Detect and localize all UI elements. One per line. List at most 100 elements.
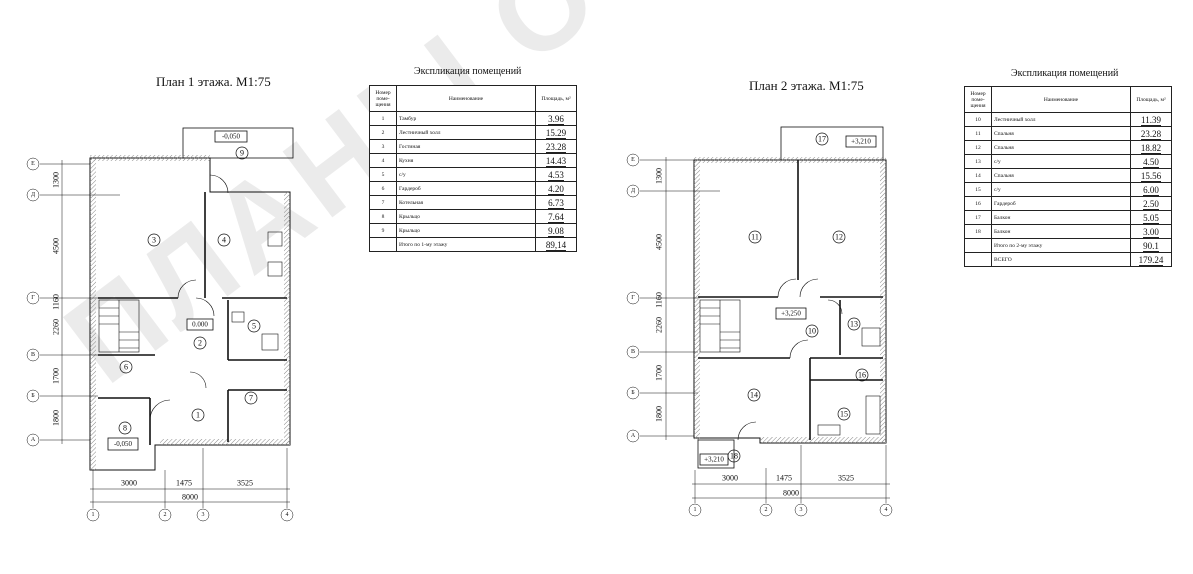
cell-area: 89,14 [535,237,577,252]
door-swings-1 [149,174,229,421]
header-area: Площадь, м² [1130,86,1172,113]
axis-bubble-label: А [31,437,36,443]
room-number: 9 [240,149,244,158]
explication-table-2: Номер поме-щения Наименование Площадь, м… [964,86,1172,267]
header-number: Номер поме-щения [369,85,397,112]
axis-bubble-label: 2 [164,512,167,518]
axis-bubble-label: Б [31,393,35,399]
level-mark: +3,210 [704,456,724,464]
axes-2 [626,153,893,517]
dimension-label: 4500 [655,234,664,250]
axis-bubble-label: 3 [202,512,205,518]
stairs-2 [699,299,741,353]
dimension-label: 1300 [655,168,664,184]
axis-bubble-label: Б [631,390,635,396]
room-number: 3 [152,236,156,245]
level-mark: +3,210 [851,138,871,146]
room-number: 6 [124,363,128,372]
axis-bubble-label: 1 [92,512,95,518]
level-mark: +3,250 [781,310,801,318]
sink [267,261,283,277]
room-number: 4 [222,236,226,245]
room-number: 18 [730,452,738,461]
axis-bubble-label: 2 [765,507,768,513]
axis-bubble-label: В [631,349,635,355]
level-mark: -0,050 [114,440,133,448]
dimension-label: 4500 [52,238,61,254]
axis-bubble-label: 4 [885,507,888,513]
room-number: 14 [750,391,758,400]
header-name: Наименование [991,86,1131,113]
dimension-total: 8000 [182,493,198,502]
dimension-label: 1475 [176,479,192,488]
dimension-label: 1160 [52,294,61,310]
room-number: 15 [840,410,848,419]
dimension-label: 3525 [237,479,253,488]
level-mark: 0.000 [192,321,208,329]
cell-area: 3.96 [535,111,577,126]
axis-bubble-label: Г [631,295,635,301]
stove [267,231,283,247]
axis-bubble-label: Д [31,192,35,198]
axis-bubble-label: Е [631,157,635,163]
interior-walls [98,192,287,445]
axes-1 [26,157,294,522]
header-number: Номер поме-щения [964,86,992,113]
balcony-18 [697,439,735,469]
axis-bubble-label: Д [631,188,635,194]
outer-wall-outline [89,157,291,471]
room-number: 13 [850,320,858,329]
axis-bubble-label: А [631,433,636,439]
plan1-title: План 1 этажа. М1:75 [156,74,271,89]
dimension-label: 1700 [655,365,664,381]
axis-bubble-label: 3 [800,507,803,513]
level-mark: -0,050 [222,133,241,141]
dimension-total: 8000 [783,489,799,498]
room-number: 8 [123,424,127,433]
dimension-label: 1700 [52,368,61,384]
room-number: 11 [751,233,759,242]
room-number: 2 [198,339,202,348]
stairs-1 [98,299,140,353]
plan1 [26,127,294,522]
door-swings-2 [737,278,843,441]
dimension-label: 3525 [838,474,854,483]
dimension-label: 1800 [52,410,61,426]
dimension-label: 1800 [655,406,664,422]
dimension-label: 1475 [776,474,792,483]
cell-area: 179.24 [1130,252,1172,267]
axis-bubble-label: Г [31,295,35,301]
room-number: 10 [808,327,816,336]
room-markers-1 [118,146,261,435]
room-number: 12 [835,233,843,242]
dimension-label: 2260 [52,319,61,335]
dimension-label: 1160 [655,292,664,308]
room-number: 7 [249,394,253,403]
dimension-label: 1300 [52,172,61,188]
dimension-label: 3000 [722,474,738,483]
room-number: 16 [858,371,866,380]
table2-title: Экспликация помещений [1011,68,1119,79]
room-number: 1 [196,411,200,420]
level-box [214,130,248,143]
cell-area: 11.39 [1130,112,1172,127]
plan2-title: План 2 этажа. М1:75 [749,78,864,93]
axis-bubble-label: В [31,352,35,358]
explication-table-1: Номер поме-щения Наименование Площадь, м… [369,85,577,252]
shower [261,333,279,351]
interior-walls-2 [698,160,883,440]
room-markers-2 [727,132,869,463]
